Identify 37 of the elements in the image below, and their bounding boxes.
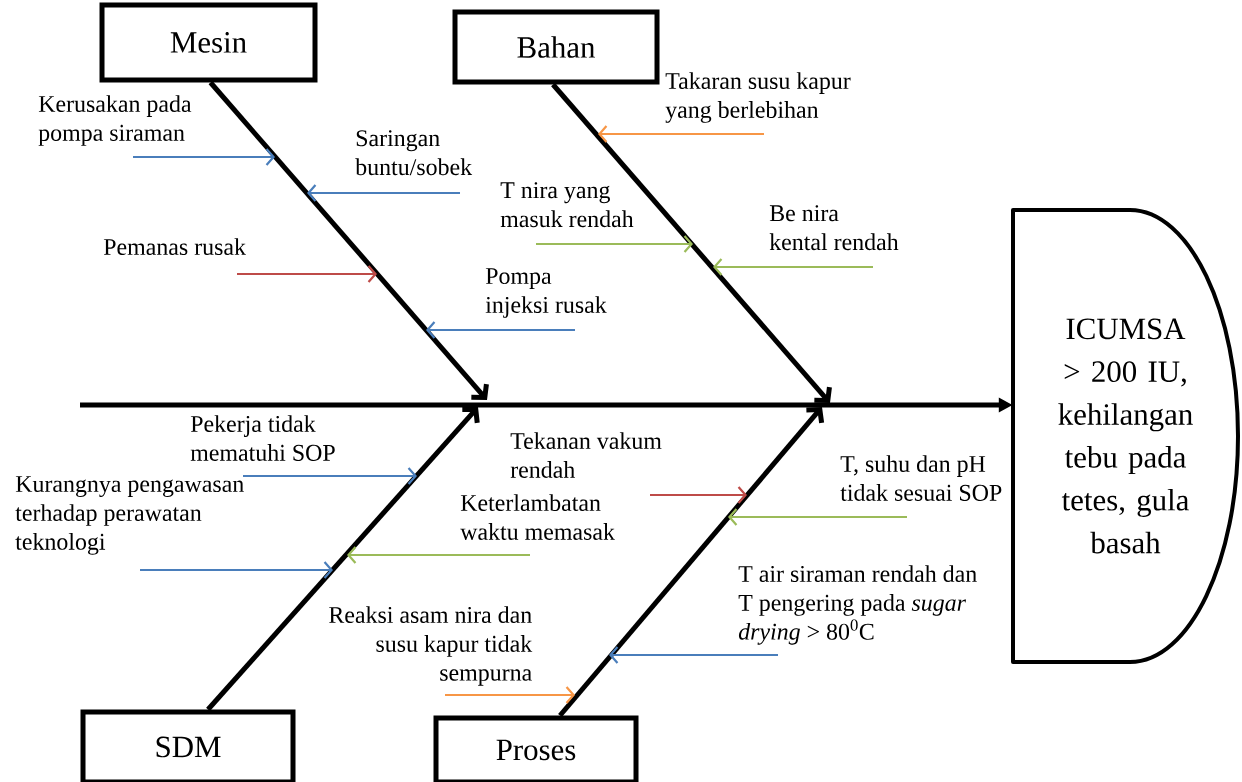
cause-text: Kurangnya pengawasan terhadap perawatan teknologi [15, 476, 244, 555]
arrow [536, 235, 693, 253]
effect-box: ICUMSA > 200 IU, kehilangan tebu pada tetes, gula basah [1011, 208, 1240, 664]
cause-text: Pekerja tidak mematuhi SOP [190, 415, 335, 461]
arrow [650, 486, 747, 504]
cause-text: Pemanas rusak [103, 238, 246, 255]
category-box: Bahan [452, 9, 660, 85]
arrow [307, 184, 460, 202]
arrow [426, 321, 575, 339]
cause-text: Keterlambatan waktu memasak [460, 494, 615, 540]
arrow [598, 125, 764, 143]
cause-text: Be nira kental rendah [769, 205, 899, 251]
cause-text: T nira yang masuk rendah [500, 182, 634, 228]
arrow [609, 646, 778, 664]
cause-text: Reaksi asam nira dan susu kapur tidak sempurna [329, 606, 533, 686]
bone-arrow [558, 407, 825, 718]
arrow [347, 546, 530, 564]
arrow [237, 265, 377, 283]
arrow [140, 561, 333, 579]
cause-text: Kerusakan pada pompa siraman [38, 95, 192, 146]
arrow [133, 148, 275, 166]
bone-arrow [208, 80, 489, 400]
category-box: Mesin [99, 2, 318, 83]
arrow [728, 508, 907, 526]
arrow [713, 258, 873, 276]
arrow [445, 686, 575, 704]
bone-arrow [551, 82, 832, 403]
arrow [243, 467, 417, 485]
cause-text: Saringan buntu/sobek [355, 130, 473, 176]
cause-text: Pompa injeksi rusak [485, 268, 607, 318]
category-box: Proses [433, 715, 639, 782]
cause-text: T, suhu dan pH tidak sesuai SOP [840, 455, 1002, 501]
bone-arrow [206, 407, 480, 712]
cause-text: T air siraman rendah dan T pengering pada sugar drying > 80$^{0}$C [738, 565, 977, 645]
category-box: SDM [80, 709, 296, 782]
cause-text: Tekanan vakum rendah [510, 432, 662, 478]
cause-text: Takaran susu kapur yang berlebihan [665, 72, 851, 123]
